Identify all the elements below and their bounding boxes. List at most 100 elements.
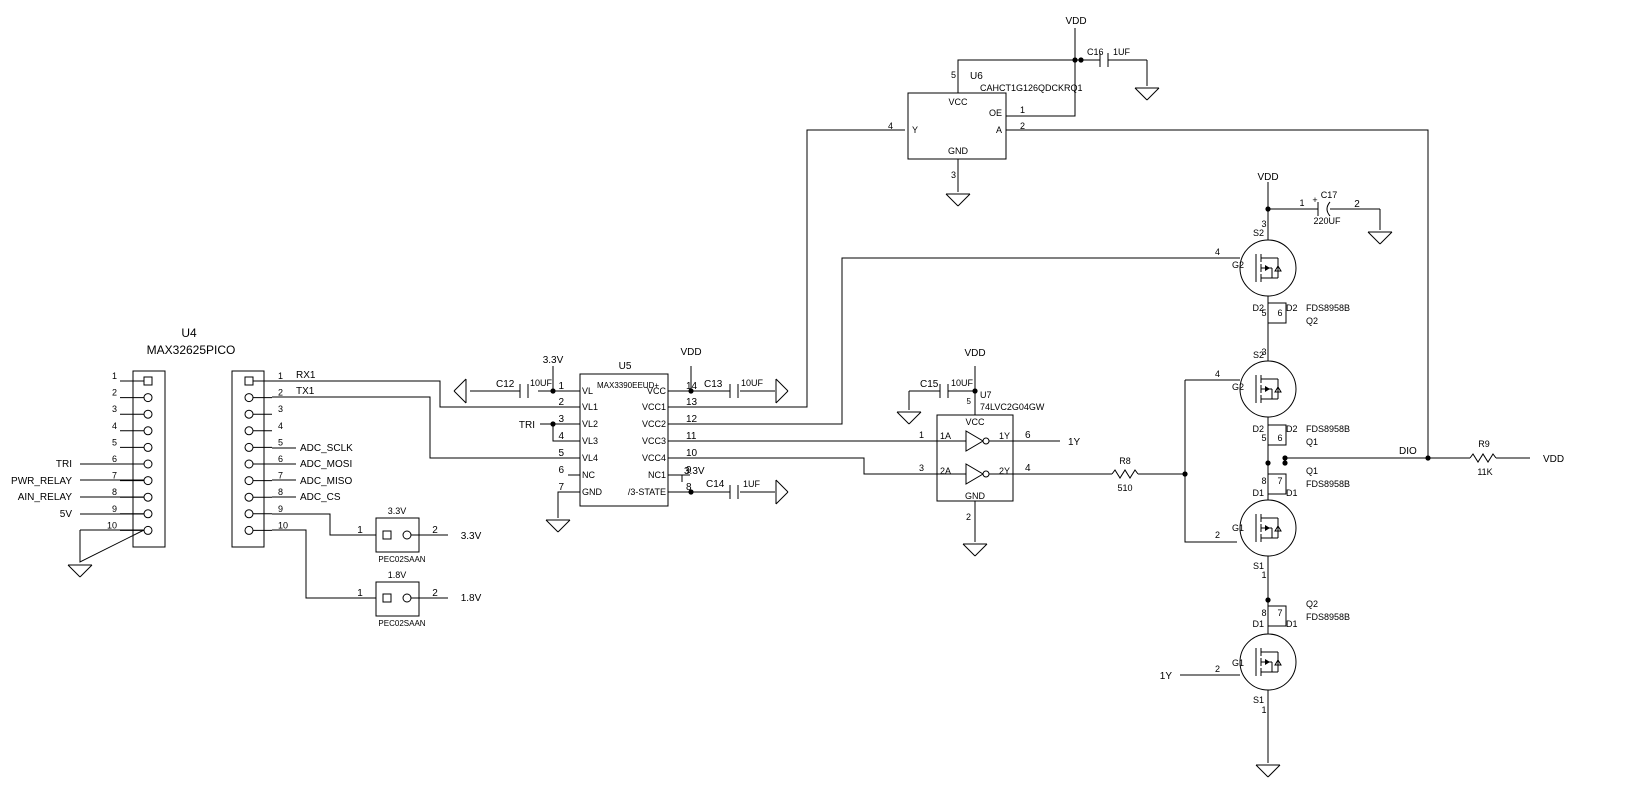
pin-circle: [143, 509, 153, 519]
u4-part: MAX32625PICO: [147, 343, 236, 357]
pin-number: 6: [112, 454, 117, 464]
pin-number: 13: [686, 397, 698, 408]
pin-number: 3: [558, 414, 564, 425]
pin-circle: [244, 525, 254, 535]
pin-name: 1Y: [999, 431, 1010, 441]
u4-ref: U4: [181, 326, 197, 340]
wire: [690, 457, 930, 475]
wire: [272, 513, 380, 536]
drain-link: [1267, 302, 1287, 324]
pin-circle: [244, 476, 254, 486]
pin-name: D1: [1286, 619, 1298, 629]
pin-number: 5: [278, 437, 283, 447]
pin-name: A: [996, 125, 1002, 135]
pin-number: 8: [278, 487, 283, 497]
pin-polarity: +: [1312, 195, 1317, 205]
ref-label: Q1: [1306, 437, 1318, 447]
net-1v8-label: 1.8V: [461, 593, 482, 604]
net-ain-relay-label: AIN_RELAY: [18, 492, 73, 503]
pin-name: Y: [912, 125, 918, 135]
r8-val: 510: [1117, 483, 1132, 493]
mosfet-q1a: [1239, 360, 1297, 418]
pin-square: [244, 376, 254, 386]
jumper-3v3-title: 3.3V: [388, 506, 407, 516]
pin-number: 1: [1020, 105, 1025, 115]
pin-name: S1: [1253, 561, 1264, 571]
ground-symbol: [545, 519, 571, 533]
jumper-1v8-title: 1.8V: [388, 570, 407, 580]
ground-symbol: [775, 378, 789, 404]
jumper-1v8-body: [375, 581, 420, 617]
ground-symbol: [1255, 764, 1281, 778]
part-label: FDS8958B: [1306, 303, 1350, 313]
u7-ref: U7: [980, 390, 992, 400]
wire: [552, 424, 568, 442]
vdd-label: VDD: [1065, 16, 1086, 27]
mosfet-q2b: [1239, 633, 1297, 691]
u7-body: [936, 414, 1014, 502]
wire: [272, 396, 584, 459]
pin-number: 10: [107, 520, 117, 530]
inverter-bubble: [982, 470, 990, 478]
pin-circle: [244, 492, 254, 502]
net-1y-label: 1Y: [1068, 437, 1081, 448]
net-3v3-label: 3.3V: [543, 355, 564, 366]
inverter-bubble: [982, 437, 990, 445]
pin-circle: [244, 442, 254, 452]
r8-ref: R8: [1119, 456, 1131, 466]
ground-symbol: [775, 479, 789, 505]
c16-val: 1UF: [1113, 47, 1131, 57]
pin-name: VCC4: [642, 453, 666, 463]
net-3v3-label: 3.3V: [461, 531, 482, 542]
pin-name: VCC1: [642, 402, 666, 412]
junction-dot: [1265, 597, 1271, 603]
pin-name: 2A: [940, 466, 951, 476]
net-dio-label: DIO: [1399, 446, 1417, 457]
pin-name: 1A: [940, 431, 951, 441]
vdd-label: VDD: [964, 348, 985, 359]
r9-val: 11K: [1477, 467, 1492, 477]
u5-part: MAX3390EEUD+: [597, 381, 659, 390]
pin-name: /3-STATE: [628, 487, 666, 497]
pin-number: 3: [1261, 219, 1266, 229]
vdd-label: VDD: [1257, 172, 1278, 183]
pin-number: 4: [888, 121, 893, 131]
r9-ref: R9: [1478, 439, 1490, 449]
pin-circle: [143, 442, 153, 452]
pin-number: 5: [558, 448, 564, 459]
pin-number: 2: [1215, 530, 1220, 540]
pin-name: D1: [1252, 619, 1264, 629]
ground-symbol: [945, 193, 971, 207]
pin-number: 4: [112, 421, 117, 431]
pin-name: G2: [1232, 382, 1244, 392]
pin-number: 2: [112, 388, 117, 398]
vdd-label: VDD: [680, 347, 701, 358]
c13-val: 10UF: [741, 378, 764, 388]
pin-circle: [143, 459, 153, 469]
ground-symbol: [453, 378, 467, 404]
pin-name: D2: [1252, 424, 1264, 434]
net-5v-label: 5V: [60, 509, 73, 520]
pin-number: 5: [1261, 308, 1266, 318]
ref-label: Q1: [1306, 466, 1318, 476]
pin-circle: [244, 509, 254, 519]
pin-circle: [402, 593, 412, 603]
wire: [690, 129, 905, 408]
pin-number: 14: [686, 381, 698, 392]
junction-dot: [1425, 455, 1431, 461]
pin-number: 7: [558, 482, 564, 493]
pin-number: 6: [558, 465, 564, 476]
pin-name: NC: [582, 470, 595, 480]
wire: [272, 380, 584, 408]
pin-name: GND: [582, 487, 603, 497]
u5-body: [579, 373, 669, 507]
junction-dot: [688, 489, 694, 495]
mosfet-q1b: [1239, 499, 1297, 557]
pin-name: VCC: [948, 97, 968, 107]
ground-symbol: [1367, 231, 1393, 245]
pin-name: G2: [1232, 260, 1244, 270]
pin-number: 7: [1277, 608, 1282, 618]
drain-link: [1267, 424, 1287, 446]
pin-number: 1: [1261, 705, 1266, 715]
pin-number: 6: [278, 454, 283, 464]
